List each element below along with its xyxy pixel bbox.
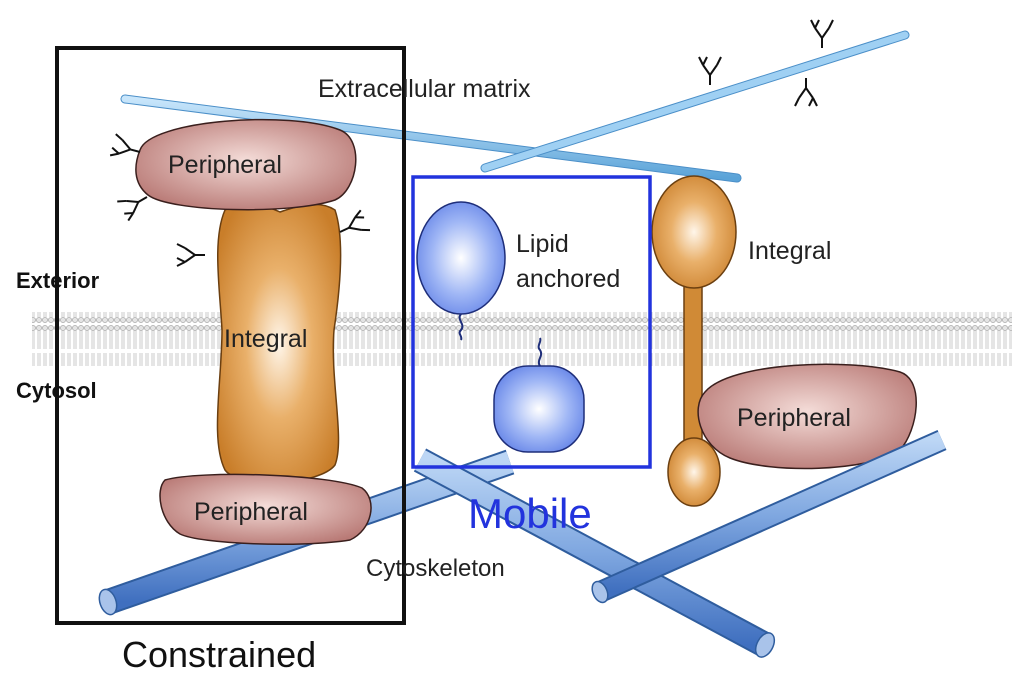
lipid-bilayer [32,312,1012,366]
peripheral-label-bottom-left: Peripheral [194,498,308,526]
cytoskeleton-rods [98,429,947,658]
peripheral-label-right: Peripheral [737,404,851,432]
cytosol-label: Cytosol [16,378,97,403]
peripheral-protein-bottom-left [159,473,372,546]
extracellular-matrix-label: Extracellular matrix [318,75,531,103]
mobile-box [411,175,652,469]
constrained-label: Constrained [122,634,316,675]
lipid-label-line2: anchored [516,265,620,293]
peripheral-label-top-left: Peripheral [168,151,282,179]
lipid-anchored-protein-bottom [493,337,585,453]
cytoskeleton-label: Cytoskeleton [366,555,505,582]
exterior-label: Exterior [16,268,100,293]
integral-label-right: Integral [748,237,831,265]
integral-label-left: Integral [224,325,307,353]
constrained-box [55,46,406,625]
peripheral-protein-top-left [135,118,357,211]
integral-protein-right [651,175,737,507]
mobile-label: Mobile [468,490,592,537]
lipid-label-line1: Lipid [516,230,569,258]
extracellular-matrix-fibers [120,30,910,183]
lipid-anchored-protein-top [416,201,506,341]
